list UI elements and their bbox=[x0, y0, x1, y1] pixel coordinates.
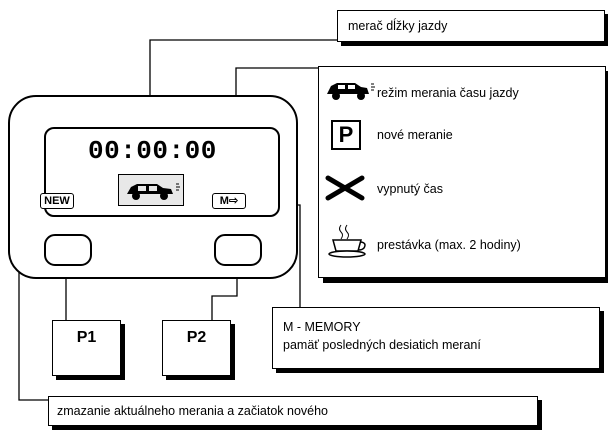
legend-text: prestávka (max. 2 hodiny) bbox=[377, 238, 521, 252]
legend-row-drive-mode: režim merania času jazdy bbox=[319, 75, 605, 111]
memory-callout: M - MEMORY pamäť posledných desiatich me… bbox=[272, 307, 600, 369]
legend-text: nové meranie bbox=[377, 128, 453, 142]
memory-title: M - MEMORY bbox=[283, 320, 361, 334]
car-mode-indicator bbox=[118, 174, 184, 206]
p1-button[interactable]: P1 bbox=[52, 320, 121, 376]
car-icon bbox=[327, 83, 375, 100]
right-device-button[interactable] bbox=[214, 234, 262, 266]
cross-icon bbox=[325, 175, 365, 201]
p2-button[interactable]: P2 bbox=[162, 320, 231, 376]
left-device-button[interactable] bbox=[44, 234, 92, 266]
legend-panel: režim merania času jazdy P nové meranie … bbox=[318, 66, 606, 278]
legend-text: vypnutý čas bbox=[377, 182, 444, 196]
legend-row-break: prestávka (max. 2 hodiny) bbox=[319, 224, 605, 263]
trip-length-callout: merač dĺžky jazdy bbox=[337, 10, 605, 42]
memory-label: M⇨ bbox=[212, 193, 246, 209]
time-display: 00:00:00 bbox=[88, 136, 217, 166]
coffee-cup-icon bbox=[328, 224, 366, 258]
trip-length-label: merač dĺžky jazdy bbox=[348, 19, 448, 33]
new-measurement-callout: zmazanie aktuálneho merania a začiatok n… bbox=[48, 396, 538, 426]
legend-row-time-off: vypnutý čas bbox=[319, 171, 605, 207]
memory-description: pamäť posledných desiatich meraní bbox=[283, 338, 481, 352]
legend-row-new-measurement: P nové meranie bbox=[319, 117, 605, 153]
legend-text: režim merania času jazdy bbox=[377, 86, 519, 100]
parking-p-icon: P bbox=[331, 120, 361, 150]
new-label: NEW bbox=[40, 193, 74, 209]
car-icon bbox=[127, 183, 180, 200]
new-measurement-label: zmazanie aktuálneho merania a začiatok n… bbox=[57, 404, 329, 418]
